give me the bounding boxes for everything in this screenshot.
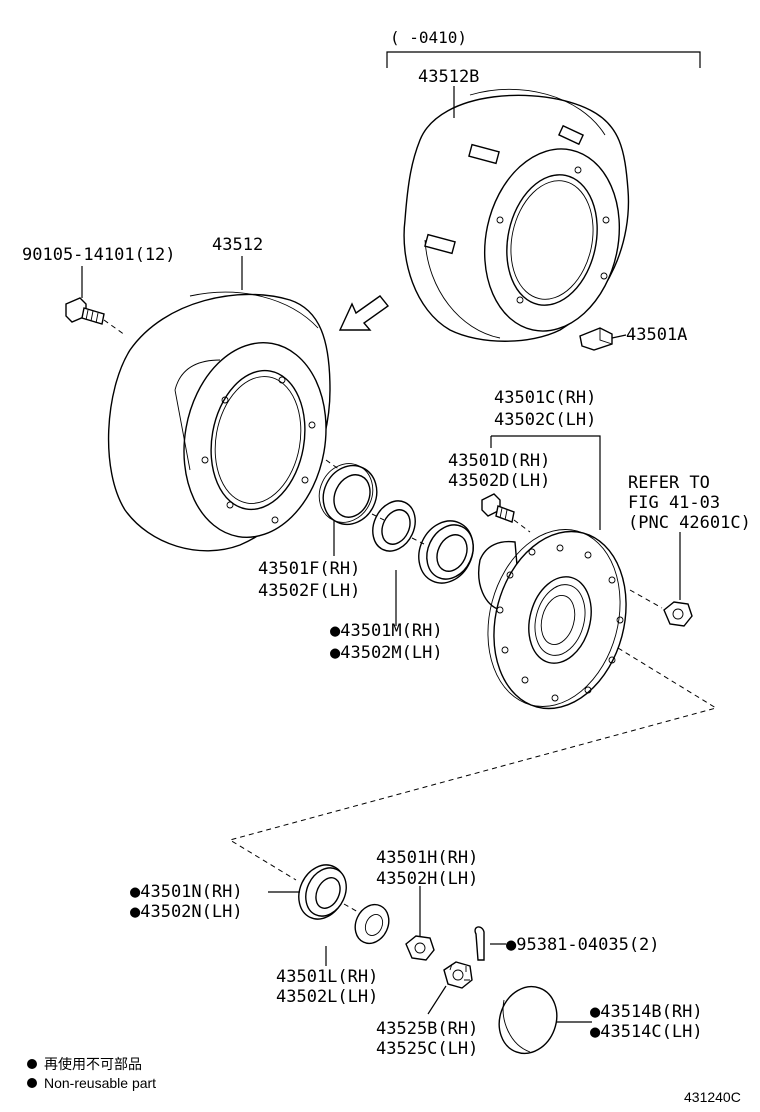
seal-rh-label: 43501F(RH) [258,559,360,579]
hub-nut [405,935,435,961]
nut-lock-cap [443,961,473,989]
nut-rh-label: 43501H(RH) [376,848,478,868]
grease-cap [498,985,558,1055]
hub-rh-label: 43501C(RH) [494,388,596,408]
drum-label: 43512B [418,67,479,87]
hub-lh-label: 43502C(LH) [494,410,596,430]
stud-lh-label: 43502D(LH) [448,471,550,491]
cotter-pin [474,926,485,961]
inner-bearing-lh-label: ●43502M(LH) [330,643,443,663]
grease-cap-lh-label: ●43514C(LH) [590,1022,703,1042]
refer-line-1: REFER TO [628,473,710,493]
axle-hub [478,529,627,710]
legend-japanese: 再使用不可部品 [44,1056,142,1072]
legend-bullet-icon [27,1078,37,1088]
outer-bearing [298,864,347,920]
wheel-nut [663,601,693,627]
stud-rh-label: 43501D(RH) [448,451,550,471]
washer-lh-label: 43502L(LH) [276,987,378,1007]
legend: 再使用不可部品 Non-reusable part [27,1056,156,1091]
brake-disc [107,291,331,552]
lock-cap-lh-label: 43525C(LH) [376,1039,478,1059]
clip-label: 43501A [626,325,687,345]
outer-bearing-rh-label: ●43501N(RH) [130,882,243,902]
grease-cap-rh-label: ●43514B(RH) [590,1002,703,1022]
refer-line-2: FIG 41-03 [628,493,720,513]
cotter-pin-label: ●95381-04035(2) [506,935,660,955]
seal-lh-label: 43502F(LH) [258,581,360,601]
claw-washer [354,903,390,945]
oil-seal [318,463,378,526]
brake-drum [403,88,630,342]
washer-rh-label: 43501L(RH) [276,967,378,987]
range-note-label: ( -0410) [390,28,467,47]
bolt-label: 90105-14101(12) [22,245,176,265]
legend-english: Non-reusable part [44,1075,156,1091]
clip-part [579,327,613,351]
inner-bearing-rh-label: ●43501M(RH) [330,621,443,641]
bolt-part [65,297,105,325]
refer-line-3: (PNC 42601C) [628,513,751,533]
hub-stud [481,493,515,523]
figure-id: 431240C [684,1089,741,1105]
direction-arrow [338,295,390,331]
outer-bearing-lh-label: ●43502N(LH) [130,902,243,922]
inner-bearing [418,520,474,584]
nut-lh-label: 43502H(LH) [376,869,478,889]
disc-label: 43512 [212,235,263,255]
lock-cap-rh-label: 43525B(RH) [376,1019,478,1039]
bearing-race [372,500,416,552]
legend-bullet-icon [27,1059,37,1069]
range-bracket: ( -0410) [386,28,701,68]
